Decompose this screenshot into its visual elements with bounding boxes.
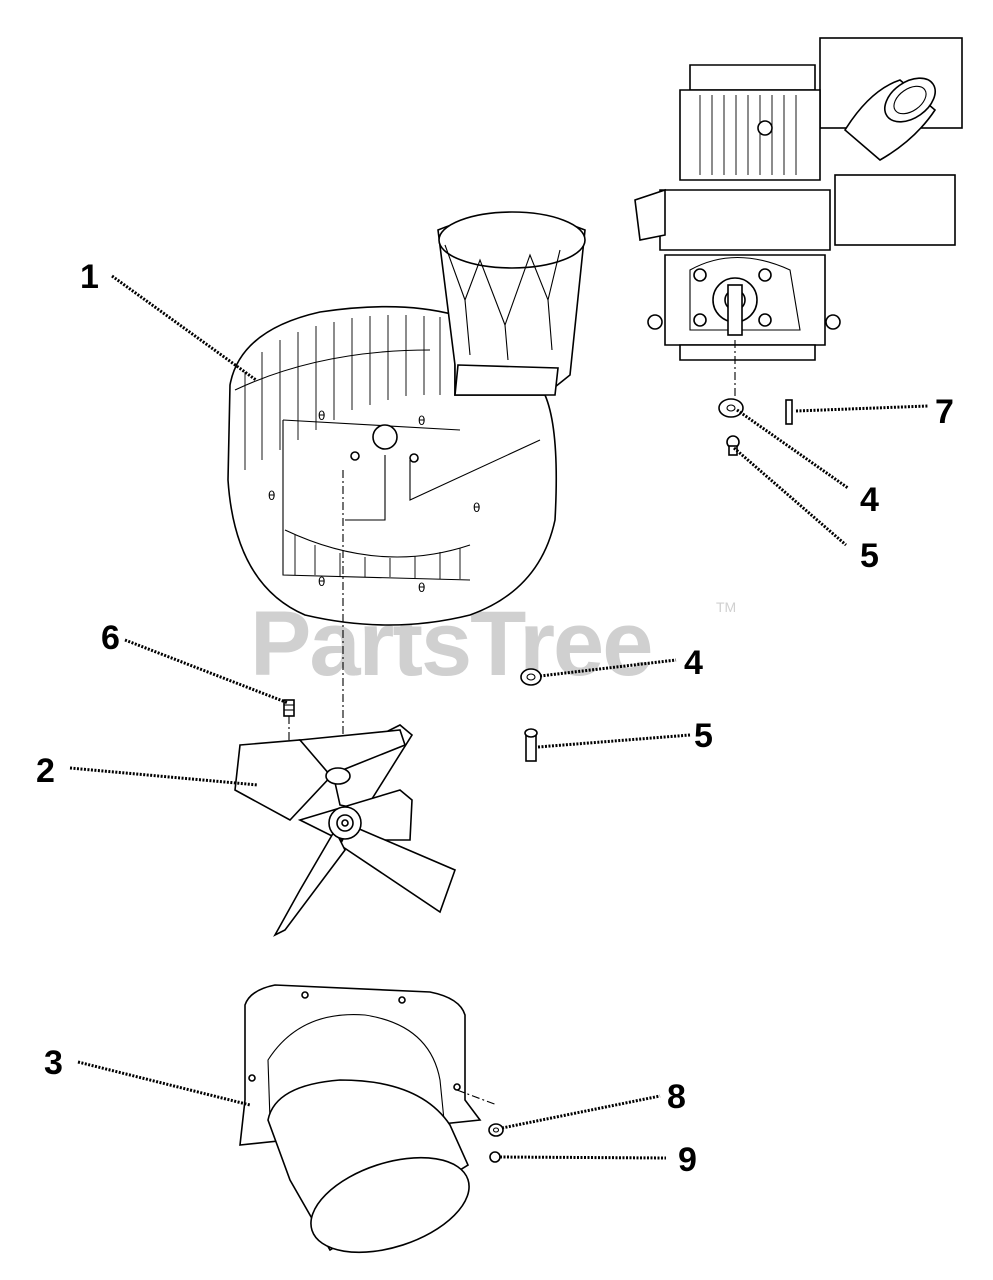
callout-3: 3 [44,1044,63,1082]
callout-labels: 1 2 3 4 4 5 5 6 7 8 9 [36,258,954,1179]
washer-lower [520,668,542,686]
callout-5-lower: 5 [694,717,713,755]
callout-4-lower: 4 [684,644,703,682]
callout-7: 7 [935,393,954,431]
callout-2: 2 [36,752,55,790]
washer-upper [718,398,744,418]
svg-text:θ: θ [418,414,425,428]
bolt-upper [726,435,740,456]
blower-housing: θ θ θ θ θ θ [227,211,586,626]
svg-text:θ: θ [268,489,275,503]
lock-washer [488,1123,504,1137]
svg-text:θ: θ [473,501,480,515]
svg-text:θ: θ [318,409,325,423]
engine-illustration [634,37,963,361]
impeller [234,724,457,937]
nut [489,1151,501,1163]
callout-8: 8 [667,1078,686,1116]
svg-text:θ: θ [418,581,425,595]
svg-text:θ: θ [318,575,325,589]
bolt-lower [524,728,538,762]
callout-1: 1 [80,258,99,296]
key [785,399,793,425]
watermark-trademark: TM [716,599,736,615]
callout-9: 9 [678,1141,697,1179]
callout-5-upper: 5 [860,537,879,575]
callout-6: 6 [101,619,120,657]
leader-lines [69,274,929,1160]
intake-cone [239,984,498,1254]
callout-4-upper: 4 [860,481,879,519]
